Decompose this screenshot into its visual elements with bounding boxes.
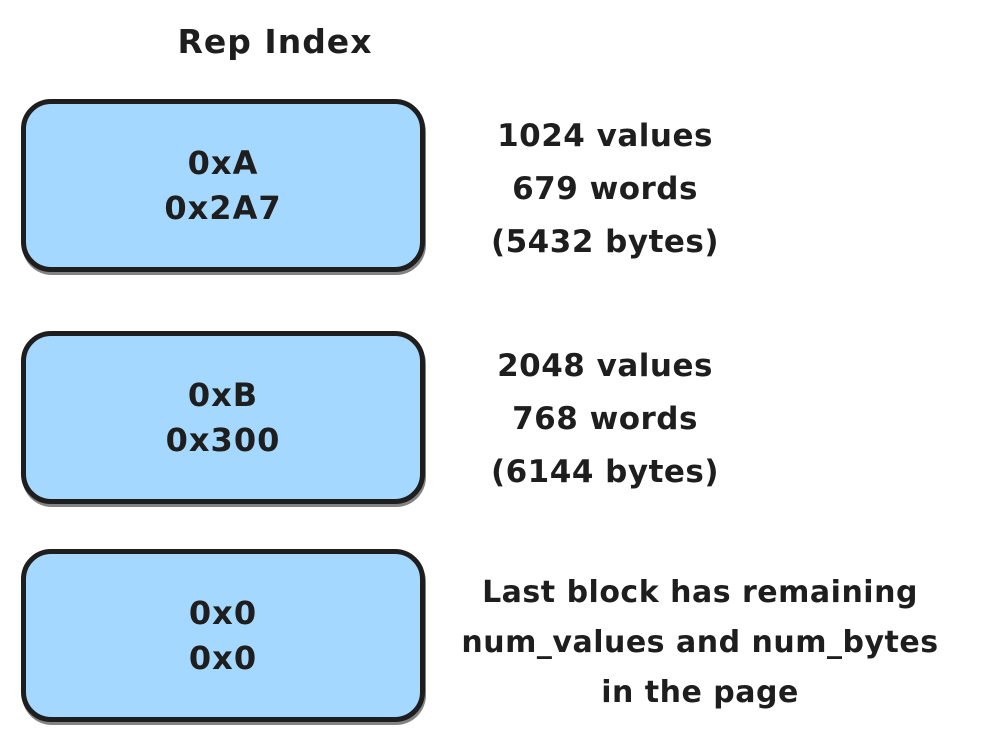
block-1-annotation-words: 679 words [512,171,698,207]
rep-index-block-3: 0x0 0x0 [21,549,425,722]
block-1-annotation-values: 1024 values [497,118,713,154]
block-1-annotation-bytes: (5432 bytes) [490,224,720,260]
block-1-hex-line-1: 0xA [187,143,259,182]
block-3-annotation-line-2: num_values and num_bytes [461,625,939,660]
diagram-title: Rep Index [177,22,373,61]
rep-index-block-2: 0xB 0x300 [21,331,425,504]
block-3-hex-line-1: 0x0 [188,593,258,632]
block-1-annotation: 1024 values 679 words (5432 bytes) [445,110,765,269]
block-2-hex-line-2: 0x300 [165,420,281,459]
block-2-hex-line-1: 0xB [187,375,259,414]
block-2-annotation-bytes: (6144 bytes) [490,454,720,490]
block-1-hex-line-2: 0x2A7 [164,188,282,227]
block-3-annotation: Last block has remaining num_values and … [440,568,960,718]
block-3-annotation-line-1: Last block has remaining [482,575,918,610]
rep-index-block-1: 0xA 0x2A7 [21,99,425,272]
block-2-annotation-words: 768 words [512,401,698,437]
block-3-annotation-line-3: in the page [601,675,799,710]
block-2-annotation: 2048 values 768 words (6144 bytes) [445,340,765,499]
block-2-annotation-values: 2048 values [497,348,713,384]
block-3-hex-line-2: 0x0 [188,638,258,677]
